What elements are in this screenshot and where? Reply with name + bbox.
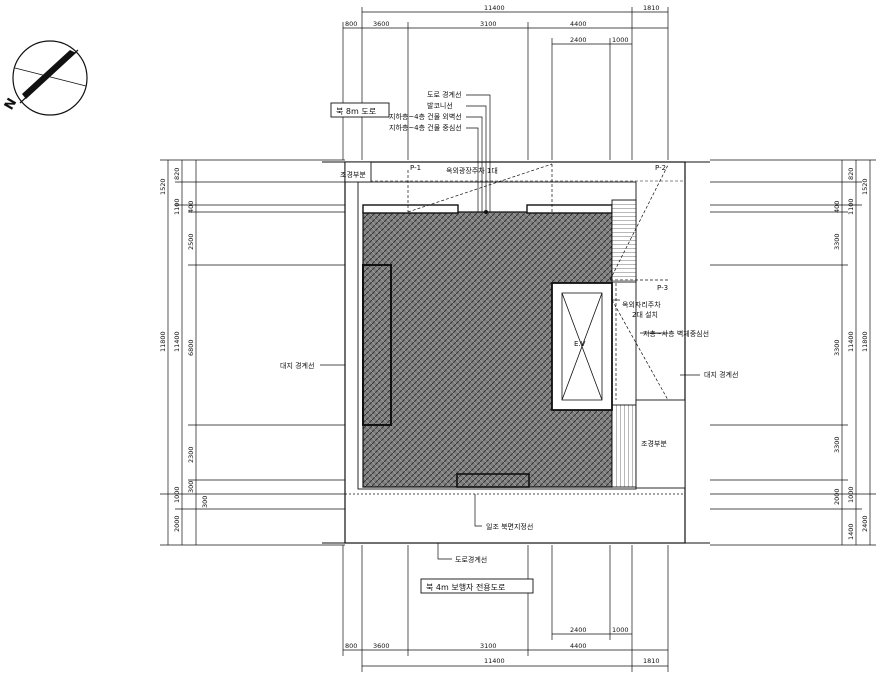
dim-right-b11: 2400 [861, 515, 869, 532]
road-bottom-label: 북 4m 보행자 전용도로 [426, 582, 505, 592]
road-line-label: 도로 경계선 [427, 90, 461, 99]
bottom-bay [456, 473, 530, 488]
landscape-right-box [635, 399, 686, 489]
dim-right-b5: 3300 [833, 233, 841, 250]
site-right-label: 대지 경계선 [704, 370, 738, 379]
dim-bottom-s5: 2400 [570, 626, 587, 634]
left-dimensions [160, 159, 345, 546]
dim-left-a10: 300 [187, 481, 195, 493]
mech-parking-box [551, 282, 613, 411]
dim-right-b3: 1100 [847, 198, 855, 215]
landscape-right-label: 조경부분 [641, 439, 667, 448]
mech-parking-label-1: 옥외자리주차 [622, 300, 661, 309]
dim-right-b8: 1000 [847, 486, 855, 503]
b1-center-label: 지하층~4층 건물 중심선 [389, 123, 462, 132]
dim-bottom-total: 11400 [484, 657, 505, 665]
dim-left-total: 11800 [159, 331, 167, 352]
dim-left-a4: 400 [187, 201, 195, 213]
dim-bottom-s3: 3100 [480, 642, 497, 650]
dim-top-s1: 800 [345, 20, 357, 28]
road-bottom-box [420, 578, 534, 594]
p2-label: P-2 [655, 164, 666, 172]
landscape-top-box [344, 161, 372, 183]
leader-lines [320, 94, 700, 560]
dim-left-a11: 300 [201, 496, 209, 508]
dim-right-b9: 2000 [833, 488, 841, 505]
p1-label: P-1 [410, 164, 421, 172]
dim-right-b7: 3300 [833, 436, 841, 453]
p3-label: P-3 [657, 284, 668, 292]
dim-left-a2: 820 [173, 168, 181, 180]
dim-bottom-s2: 3600 [373, 642, 390, 650]
b1-outer-label: 지하층~4층 건물 외벽선 [389, 112, 462, 121]
road-top-box [330, 102, 390, 118]
road-top-label: 북 8m 도로 [336, 107, 376, 116]
dim-left-a8: 1000 [173, 486, 181, 503]
balcony-label: 발코니선 [427, 101, 453, 110]
left-bay [362, 264, 392, 426]
dim-right-b4: 400 [833, 201, 841, 213]
outdoor-parking-label: 옥외광장주차 1대 [446, 166, 498, 175]
dim-right-b1: 1520 [861, 178, 869, 195]
dim-right-b6: 3300 [833, 339, 841, 356]
dim-left-a3: 1100 [173, 198, 181, 215]
bottom-dimensions [342, 545, 669, 672]
road-bottom-line-label: 도로경계선 [455, 555, 487, 564]
leader-dot [484, 210, 488, 214]
dim-bottom-s6: 1000 [612, 626, 629, 634]
stair-lower [611, 404, 637, 488]
dim-top-s3: 3100 [480, 20, 497, 28]
dim-top-total: 11400 [484, 4, 505, 12]
wall-center-label: 지층~사층 벽체중심선 [643, 329, 709, 338]
right-dimensions [710, 159, 876, 546]
dim-right-b10: 1400 [847, 523, 855, 540]
stair-upper [611, 199, 637, 283]
dim-left-a9: 2000 [173, 515, 181, 532]
elevator-label: E.V [574, 340, 586, 348]
dim-top-s6: 1000 [612, 36, 629, 44]
north-letter: N [2, 96, 20, 113]
dim-right-inner: 11400 [847, 331, 855, 352]
top-dimensions [342, 7, 669, 160]
daylight-label: 일조 북면지정선 [486, 522, 533, 531]
landscape-top-label: 조경부분 [340, 170, 366, 179]
site-boundary [344, 161, 686, 544]
building-outline [357, 181, 637, 490]
dim-left-inner: 11400 [173, 331, 181, 352]
dim-bottom-right-extra: 1810 [643, 657, 660, 665]
dim-bottom-s4: 4400 [570, 642, 587, 650]
balcony-right [526, 204, 613, 214]
dim-left-a6: 6800 [187, 339, 195, 356]
balcony-left [362, 204, 459, 214]
site-left-label: 대지 경계선 [280, 361, 314, 370]
dim-left-a5: 2500 [187, 233, 195, 250]
mech-parking-label-2: 2대 설치 [632, 310, 658, 319]
dim-left-a7: 2300 [187, 446, 195, 463]
dim-top-right-extra: 1810 [643, 4, 660, 12]
dim-bottom-s1: 800 [345, 642, 357, 650]
dim-right-total: 11800 [861, 331, 869, 352]
dim-left-a1: 1520 [159, 178, 167, 195]
north-arrow: N [2, 40, 88, 116]
dim-top-s2: 3600 [373, 20, 390, 28]
dim-top-s4: 4400 [570, 20, 587, 28]
dim-top-s5: 2400 [570, 36, 587, 44]
parking-dashes [407, 163, 669, 401]
dim-right-b2: 820 [847, 168, 855, 180]
